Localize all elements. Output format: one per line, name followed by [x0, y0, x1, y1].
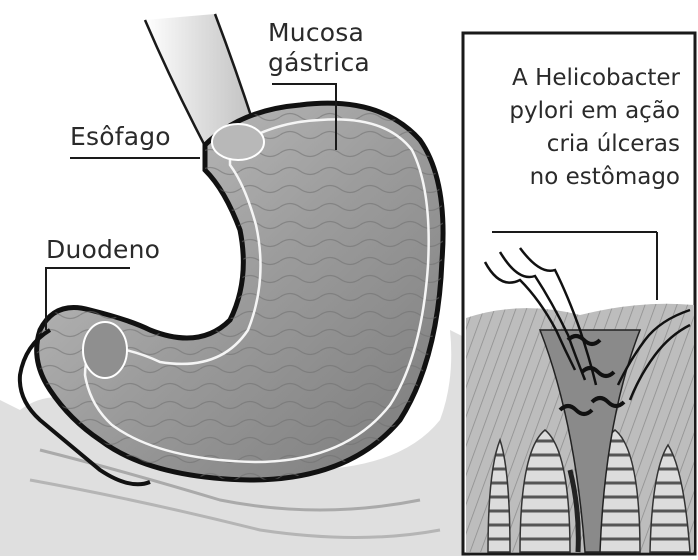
label-duodeno: Duodeno [46, 235, 160, 265]
label-mucosa-gastrica: Mucosa gástrica [268, 18, 370, 78]
label-esofago: Esôfago [70, 122, 171, 152]
inset-caption-line: pylori em ação [472, 95, 680, 128]
inset-caption: A Helicobacter pylori em ação cria úlcer… [472, 62, 680, 194]
inset-caption-line: cria úlceras [472, 128, 680, 161]
inset-caption-line: A Helicobacter [472, 62, 680, 95]
inset-caption-line: no estômago [472, 161, 680, 194]
label-mucosa-line1: Mucosa [268, 18, 370, 48]
stomach-wall-tissue [466, 304, 694, 552]
label-mucosa-line2: gástrica [268, 48, 370, 78]
stomach [20, 103, 443, 484]
